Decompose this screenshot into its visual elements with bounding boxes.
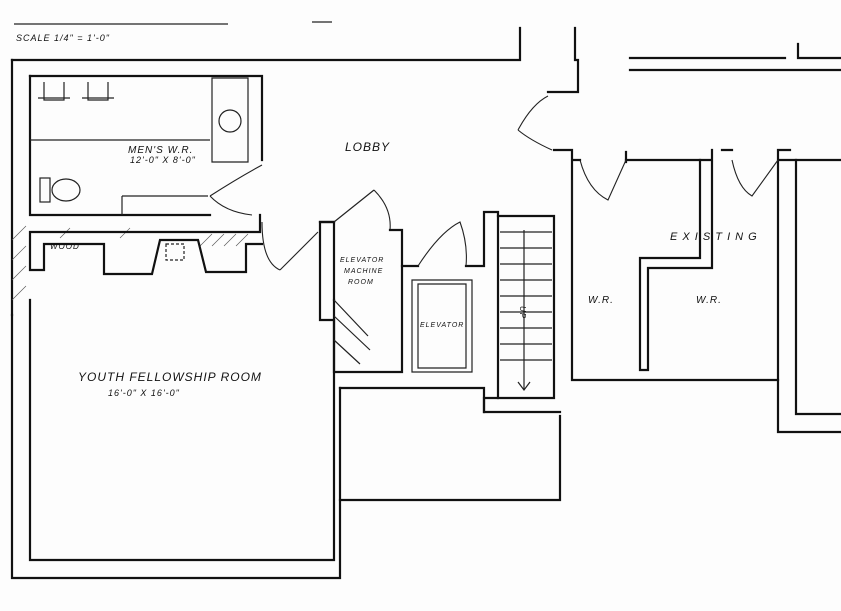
chimney (165, 243, 185, 261)
lower-outer-wall (10, 313, 562, 580)
elevator-machine-room (332, 228, 404, 374)
washroom-partitions (624, 150, 714, 372)
wr-left-label: W.R. (588, 295, 614, 306)
outer-wall-top (10, 26, 580, 94)
mens-wr-label: MEN'S W.R. (128, 145, 193, 156)
stairs (496, 214, 556, 400)
outer-wall-top-right (628, 42, 841, 72)
youth-room-walls (28, 220, 336, 562)
wr-right-label: W.R. (696, 295, 722, 306)
machine-room-label-1: ELEVATOR (340, 257, 384, 264)
wood-wall (28, 213, 264, 276)
existing-label: E X I S T I N G (670, 231, 758, 243)
youth-room-door (261, 221, 281, 271)
wr-door-left (579, 159, 627, 201)
mens-washroom (28, 74, 264, 217)
machine-room-label-2: MACHINE (344, 268, 383, 275)
machine-room-door (333, 189, 375, 223)
lower-partition (338, 386, 486, 414)
youth-room-label: YOUTH FELLOWSHIP ROOM (78, 370, 262, 384)
lobby-entry-door (517, 95, 553, 151)
scale-note: SCALE 1/4" = 1'-0" (16, 33, 110, 43)
stair-up-label: UP (518, 306, 527, 319)
lobby-label: LOBBY (345, 140, 390, 154)
elevator-label: ELEVATOR (420, 322, 464, 329)
wood-label: WOOD (50, 242, 80, 251)
mens-wr-dims: 12'-0" X 8'-0" (130, 155, 196, 165)
youth-room-dims: 16'-0" X 16'-0" (108, 388, 180, 398)
machine-room-label-3: ROOM (348, 279, 374, 286)
existing-walls (552, 148, 841, 382)
wr-door-right (731, 159, 779, 197)
existing-right-walls (776, 158, 841, 434)
wall-hatching (11, 225, 249, 301)
